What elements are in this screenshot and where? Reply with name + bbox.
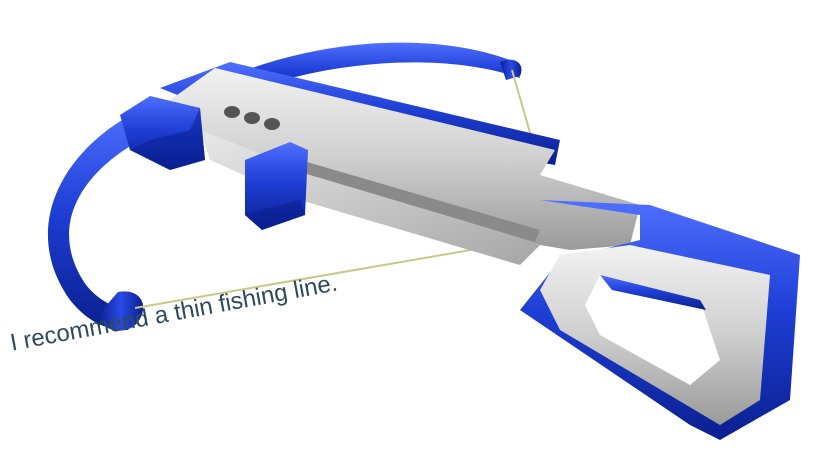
bow-limbs (47, 42, 522, 331)
stock (120, 62, 640, 265)
grip (520, 200, 800, 440)
